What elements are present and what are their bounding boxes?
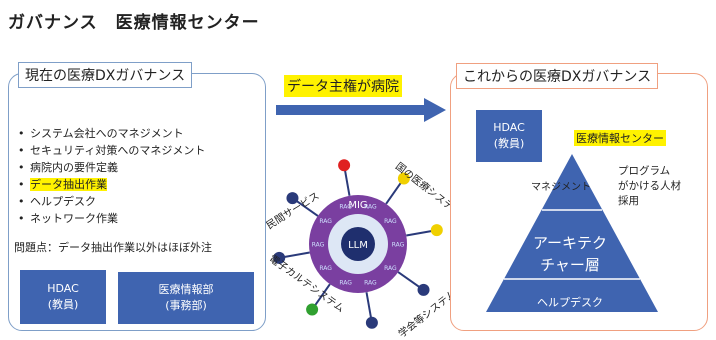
connected-system-node [365, 316, 378, 329]
bullet-item: •ヘルプデスク [18, 195, 96, 208]
connected-system-node [273, 251, 286, 264]
medical-info-center-label: 医療情報センター [574, 130, 666, 146]
rag-node-label: RAG [312, 242, 325, 249]
connected-system-node [417, 283, 430, 296]
bullet-item: •セキュリティ対策へのマネジメント [18, 144, 206, 157]
bullet-item: •病院内の要件定義 [18, 161, 118, 174]
issue-text: 問題点：データ抽出作業以外はほぼ外注 [14, 241, 212, 254]
helpdesk-label: ヘルプデスク [537, 296, 603, 309]
connected-system-node [397, 172, 410, 185]
rag-node-label: RAG [319, 265, 332, 272]
connected-system-node [430, 224, 443, 237]
bullet-item-highlighted: •データ抽出作業 [18, 178, 107, 191]
mig-label: MIG [348, 200, 367, 211]
rag-node-label: RAG [339, 203, 352, 210]
rag-node-label: RAG [319, 218, 332, 225]
pyramid-shape [486, 154, 658, 312]
page-title: ガバナンス 医療情報センター [8, 13, 260, 33]
hdac-box-future: HDAC(教員) [476, 110, 542, 162]
connected-system-node [306, 303, 319, 316]
llm-label: LLM [348, 240, 368, 251]
hdac-box: HDAC(教員) [20, 270, 106, 324]
outer-label-national: 国の医療システム [393, 160, 450, 219]
architecture-layer-label: アーキテク チャー層 [532, 234, 608, 274]
rag-node-label: RAG [384, 218, 397, 225]
connected-system-node [338, 159, 351, 172]
programmer-hiring-label: プログラム がかける人材 採用 [618, 165, 681, 207]
bullet-item: •システム会社へのマネジメント [18, 127, 184, 140]
bullet-item: •ネットワーク作業 [18, 212, 118, 225]
current-governance-title: 現在の医療DXガバナンス [18, 62, 193, 88]
connected-system-node [286, 192, 299, 205]
management-label: マネジメント [531, 182, 591, 193]
rag-node-label: RAG [364, 203, 377, 210]
medical-info-dept-box: 医療情報部(事務部) [118, 272, 254, 324]
future-governance-title: これからの医療DXガバナンス [456, 63, 659, 89]
data-sovereignty-label: データ主権が病院 [284, 75, 402, 97]
rag-node-label: RAG [339, 280, 352, 287]
right-arrow-icon [276, 98, 446, 122]
llm-core [341, 227, 375, 261]
rag-node-label: RAG [364, 280, 377, 287]
rag-node-label: RAG [392, 242, 405, 249]
rag-node-label: RAG [384, 265, 397, 272]
governance-pyramid [486, 154, 658, 312]
